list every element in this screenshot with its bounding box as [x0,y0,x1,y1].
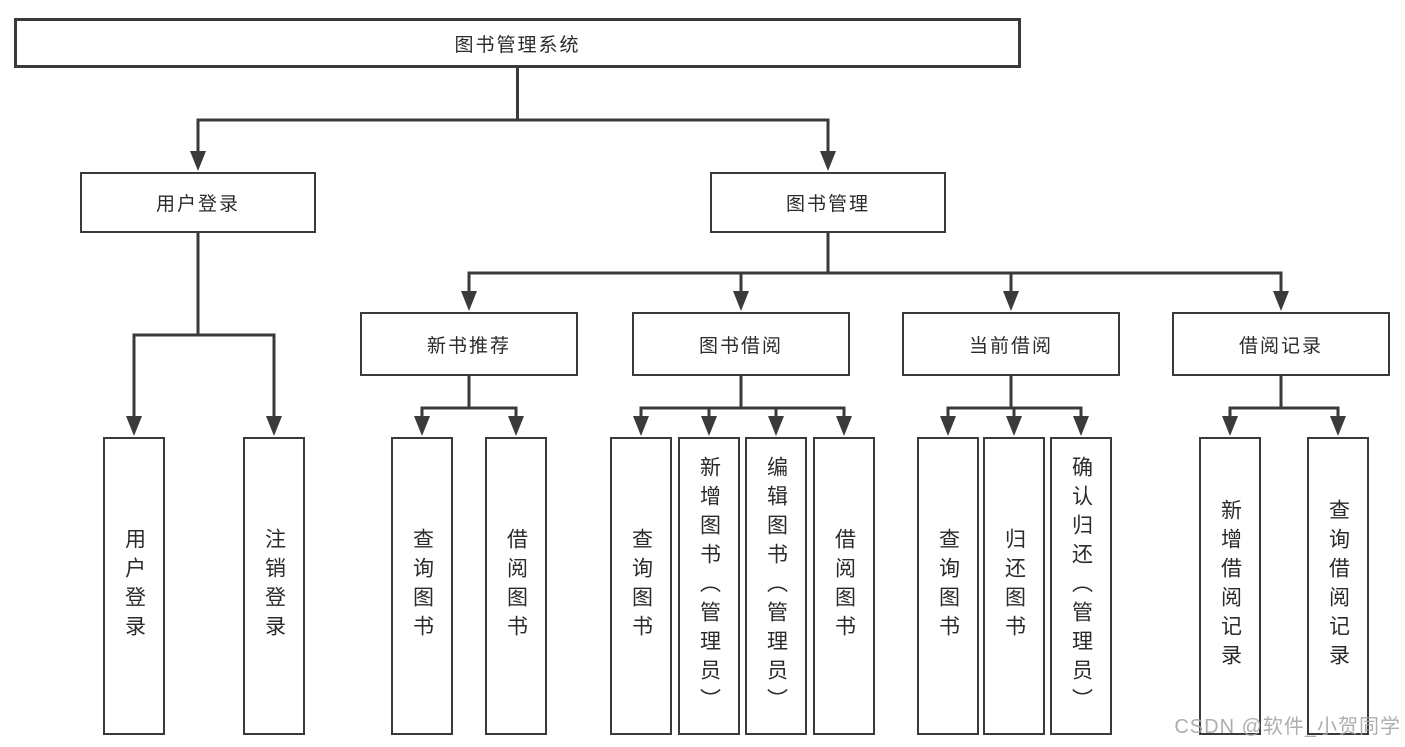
arrowhead [633,416,649,436]
node-current-borrowing: 当前借阅 [902,312,1120,376]
node-label: 用户登录 [155,194,240,215]
arrowhead [190,151,206,171]
node-book-borrowing: 图书借阅 [632,312,850,376]
leaf-return-books: 归还图书 [983,437,1045,735]
leaf-borrow-books: 借阅图书 [813,437,875,735]
arrowhead [126,416,142,436]
arrowhead [266,416,282,436]
node-user-login: 用户登录 [80,172,316,233]
leaf-query-books-recommend: 查询图书 [391,437,453,735]
leaf-confirm-return-admin: 确认归还（管理员） [1050,437,1112,735]
node-borrowing-records: 借阅记录 [1172,312,1390,376]
node-label: 新增图书（管理员） [697,455,721,717]
node-label: 借阅图书 [504,528,528,644]
node-label: 新增借阅记录 [1218,499,1242,673]
node-label: 编辑图书（管理员） [764,455,788,717]
leaf-logout-login: 注销登录 [243,437,305,735]
arrowhead [414,416,430,436]
arrowhead [733,291,749,311]
node-label: 查询图书 [936,528,960,644]
arrowhead [940,416,956,436]
arrowhead [701,416,717,436]
arrowhead [1006,416,1022,436]
node-label: 归还图书 [1002,528,1026,644]
leaf-borrow-books-recommend: 借阅图书 [485,437,547,735]
arrowhead [1330,416,1346,436]
leaf-edit-book-admin: 编辑图书（管理员） [745,437,807,735]
arrowhead [1003,291,1019,311]
node-label: 注销登录 [262,528,286,644]
node-new-book-recommend: 新书推荐 [360,312,578,376]
node-label: 借阅图书 [832,528,856,644]
node-label: 当前借阅 [968,335,1053,357]
node-book-management: 图书管理 [710,172,946,233]
arrowhead [1222,416,1238,436]
arrowhead [836,416,852,436]
leaf-query-books-current: 查询图书 [917,437,979,735]
leaf-user-login: 用户登录 [103,437,165,735]
arrowhead [768,416,784,436]
leaf-query-borrow-record: 查询借阅记录 [1307,437,1369,735]
arrowhead [461,291,477,311]
node-label: 图书管理 [785,194,870,215]
node-label: 图书管理系统 [454,34,581,56]
node-root-library-system: 图书管理系统 [14,18,1021,68]
arrowhead [1073,416,1089,436]
arrowhead [1273,291,1289,311]
leaf-query-books-borrowing: 查询图书 [610,437,672,735]
node-label: 确认归还（管理员） [1069,455,1093,717]
leaf-add-book-admin: 新增图书（管理员） [678,437,740,735]
node-label: 用户登录 [122,528,146,644]
arrowhead [820,151,836,171]
node-label: 查询图书 [410,528,434,644]
node-label: 借阅记录 [1238,335,1323,357]
csdn-watermark: CSDN @软件_小贺同学 [1174,716,1401,738]
node-label: 查询借阅记录 [1326,499,1350,673]
node-label: 图书借阅 [698,335,783,357]
leaf-add-borrow-record: 新增借阅记录 [1199,437,1261,735]
node-label: 查询图书 [629,528,653,644]
node-label: 新书推荐 [426,335,511,357]
arrowhead [508,416,524,436]
